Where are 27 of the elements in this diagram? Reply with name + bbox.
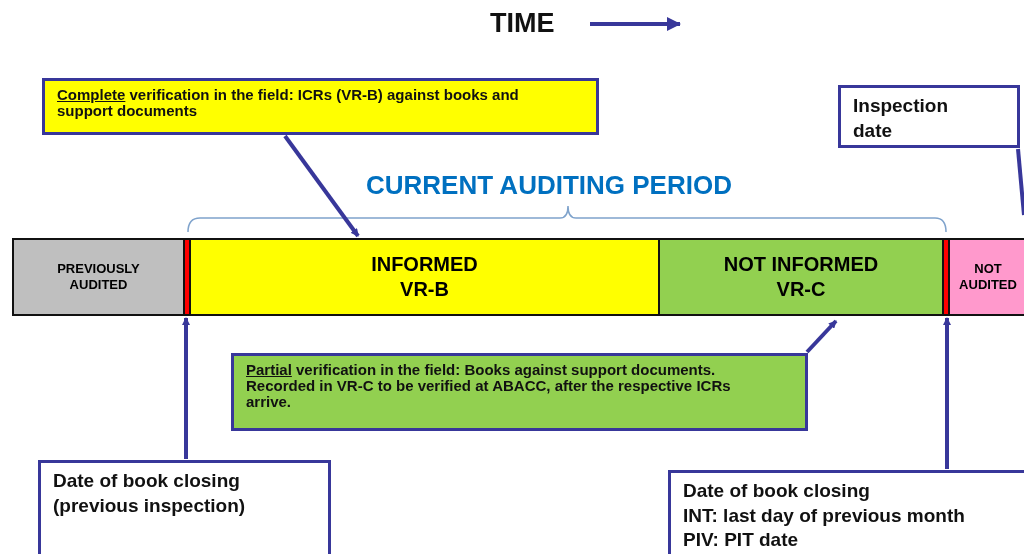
arrow	[805, 319, 838, 354]
callout-box	[42, 78, 599, 135]
arrow	[182, 317, 190, 459]
connector-line	[1016, 148, 1024, 216]
segment-label: NOT INFORMED VR-C	[722, 252, 880, 302]
callout-box	[668, 470, 1024, 554]
arrow	[283, 134, 360, 238]
callout-text: Complete verification in the field: ICRs (VR-B) against books and support documents	[57, 87, 520, 119]
callout-box	[231, 353, 808, 431]
callout-box	[38, 460, 331, 554]
callout-text: Inspection date	[853, 94, 949, 143]
period-heading: CURRENT AUDITING PERIOD	[366, 170, 732, 201]
callout-text: Date of book closing	[683, 479, 871, 503]
callout-text: PIV: PIT date	[683, 528, 800, 553]
segment-label: INFORMED VR-B	[370, 252, 479, 302]
timeline-segment	[948, 238, 1024, 316]
callout-text: Partial verification in the field: Books against support documents. Recorded in VR-C to be verified at ABACC, after the respective ICRs arrive.	[246, 362, 732, 410]
timeline-segment	[658, 238, 944, 316]
callout-text: INT: last day of previous month	[683, 503, 966, 528]
timeline-segment	[189, 238, 660, 316]
callout-box	[838, 85, 1020, 148]
segment-label: PREVIOUSLY AUDITED	[56, 260, 141, 294]
arrow	[943, 317, 951, 469]
timeline-segment	[12, 238, 185, 316]
title: TIME	[490, 8, 555, 39]
callout-text: Date of book closing (previous inspection)	[53, 469, 247, 518]
segment-label: NOT AUDITED	[958, 260, 1018, 294]
